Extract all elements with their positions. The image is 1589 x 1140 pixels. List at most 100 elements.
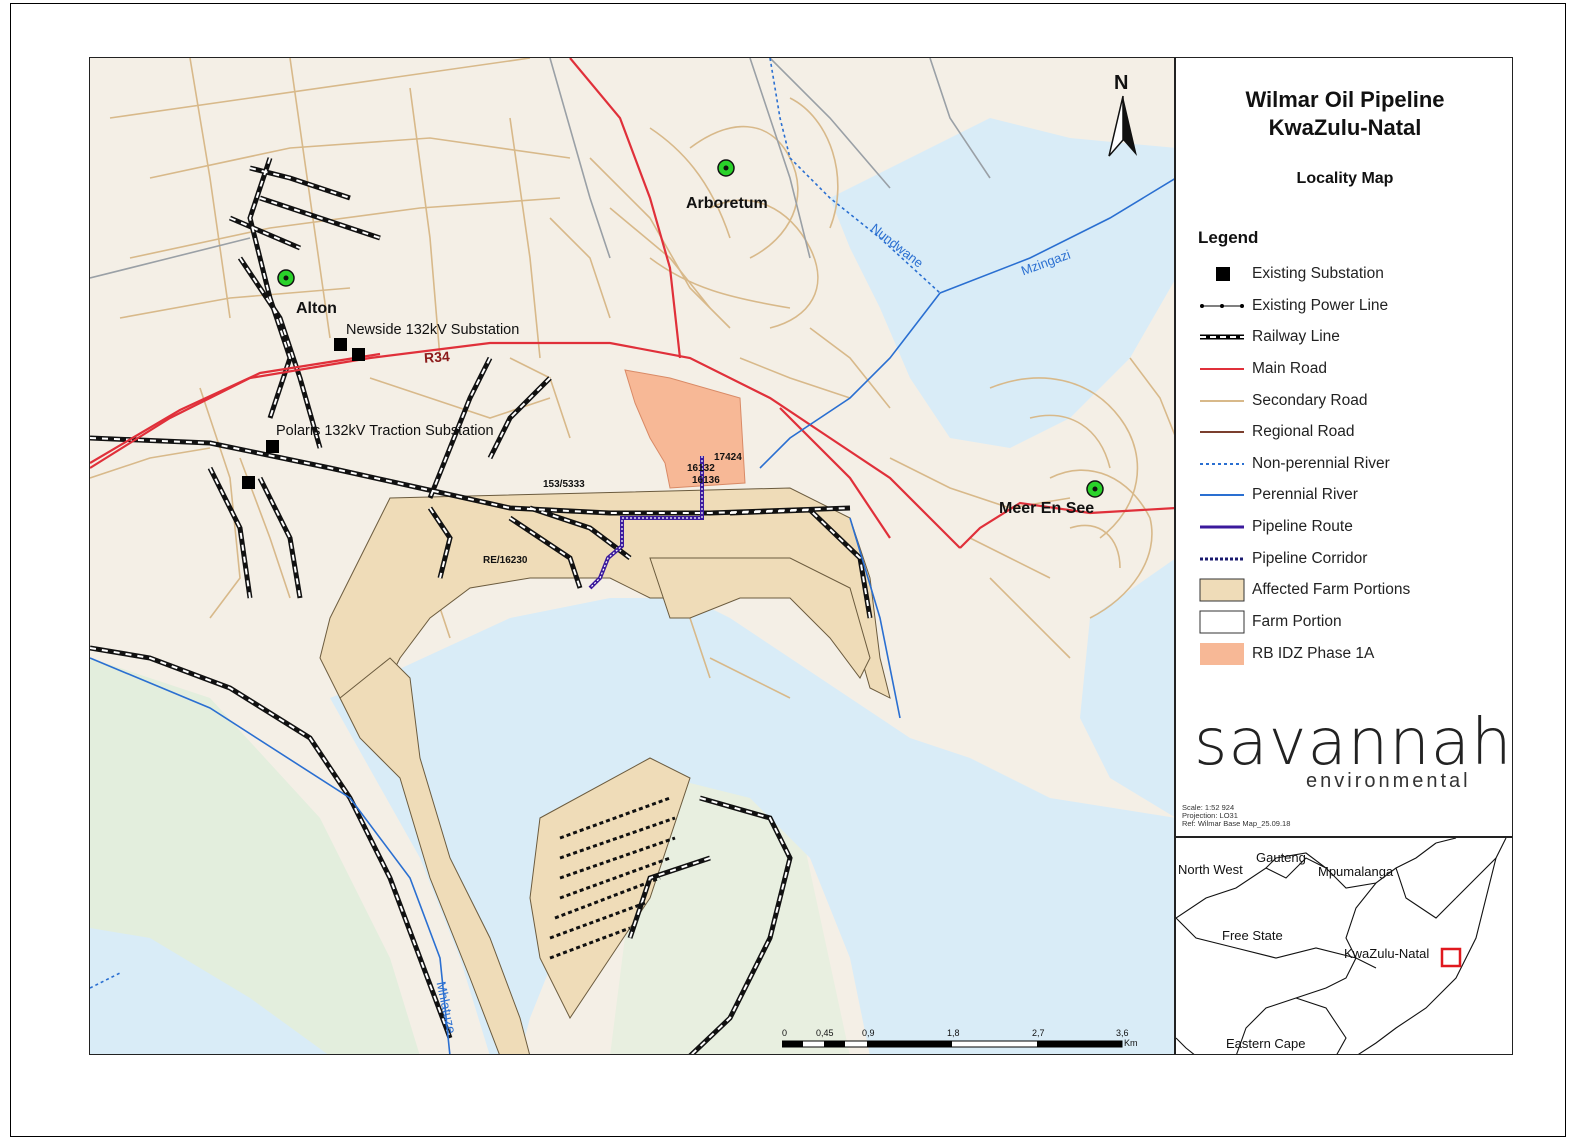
substation-south (242, 476, 255, 489)
legend-item-non-perennial-river: Non-perennial River (1194, 449, 1504, 479)
inset-map-svg (1176, 838, 1507, 1054)
legend-label: Existing Power Line (1252, 297, 1389, 314)
map-metadata: Scale: 1:52 924 Projection: LO31 Ref: Wi… (1182, 804, 1290, 828)
legend-heading: Legend (1198, 228, 1259, 247)
scale-bar-graphic (782, 1040, 1123, 1048)
label-r34: R34 (423, 348, 451, 366)
map-canvas[interactable] (89, 57, 1175, 1055)
scale-tick-4: 2,7 (1032, 1028, 1045, 1038)
power-line-icon (1200, 304, 1244, 308)
regional-roads (90, 58, 991, 279)
north-arrow-icon (1108, 95, 1137, 157)
label-farm-153-5333: 153/5333 (543, 479, 585, 490)
legend-label: Farm Portion (1252, 613, 1342, 630)
rb-idz-phase-1a[interactable] (624, 369, 746, 489)
meta-ref: Ref: Wilmar Base Map_25.09.18 (1182, 819, 1291, 828)
inset-label-gauteng: Gauteng (1256, 850, 1306, 865)
railway-line-icon (1200, 334, 1244, 340)
inset-label-free-state: Free State (1222, 928, 1283, 943)
substation-polaris (266, 440, 279, 453)
logo-main-text: savannah (1194, 706, 1513, 780)
inset-map: North West Gauteng Mpumalanga Free State… (1175, 837, 1513, 1055)
legend-item-farm-portion: Farm Portion (1194, 607, 1504, 637)
inset-label-north-west: North West (1178, 862, 1243, 877)
affected-farm-coal-terminal[interactable] (529, 757, 691, 1019)
lake-mzingazi-water (830, 118, 1174, 448)
label-newside-substation: Newside 132kV Substation (346, 322, 520, 338)
pipeline-corridor[interactable] (589, 456, 703, 589)
ocean-water (1080, 559, 1174, 817)
inset-label-eastern-cape: Eastern Cape (1226, 1036, 1306, 1051)
legend-label: Existing Substation (1252, 265, 1384, 282)
legend-label: Pipeline Corridor (1252, 550, 1368, 567)
inset-label-kwazulu-natal: KwaZulu-Natal (1344, 946, 1430, 961)
label-alton: Alton (296, 300, 337, 317)
legend-item-pipeline-corridor: Pipeline Corridor (1194, 544, 1504, 574)
map-title-line1: Wilmar Oil Pipeline (1245, 87, 1445, 112)
town-markers[interactable] (277, 159, 1104, 498)
savannah-logo: savannah environmental (1194, 706, 1513, 792)
logo-sub-text: environmental (1306, 770, 1471, 792)
substation-newside-b (352, 348, 365, 361)
railway-lines (90, 157, 873, 1054)
page-frame (10, 3, 1566, 1137)
perennial-river-icon (1200, 494, 1244, 496)
label-arboretum: Arboretum (686, 195, 768, 212)
substation-newside-a (334, 338, 347, 351)
meta-projection: Projection: LO31 (1182, 811, 1238, 820)
label-farm-16132: 16132 (687, 463, 715, 474)
affected-farm-western-shore[interactable] (339, 657, 530, 1055)
mhlatuze-estuary-water (90, 928, 328, 1054)
legend-item-perennial-river: Perennial River (1194, 480, 1504, 510)
legend-label: Perennial River (1252, 486, 1358, 503)
farm-portion-swatch-icon (1199, 610, 1245, 634)
map-svg (90, 58, 1174, 1055)
legend-item-secondary-road: Secondary Road (1194, 386, 1504, 416)
legend-label: Secondary Road (1252, 392, 1368, 409)
regional-road-icon (1200, 431, 1244, 433)
label-meer-en-see: Meer En See (999, 500, 1095, 517)
idz-swatch-icon (1200, 643, 1244, 665)
secondary-road-icon (1200, 400, 1244, 402)
label-polaris-substation: Polaris 132kV Traction Substation (276, 423, 494, 439)
map-subtitle: Locality Map (1296, 170, 1394, 187)
meta-scale: Scale: 1:52 924 (1182, 803, 1235, 812)
study-area-locator-icon (1440, 947, 1462, 968)
legend-item-idz: RB IDZ Phase 1A (1194, 639, 1504, 669)
scale-tick-3: 1,8 (947, 1028, 960, 1038)
legend-item-regional-road: Regional Road (1194, 417, 1504, 447)
legend-panel: Wilmar Oil Pipeline KwaZulu-Natal Locali… (1175, 57, 1513, 837)
north-label: N (1114, 72, 1129, 94)
inset-label-mpumalanga: Mpumalanga (1318, 864, 1394, 879)
map-title-line2: KwaZulu-Natal (1268, 115, 1422, 140)
legend-item-railway: Railway Line (1194, 322, 1504, 352)
affected-farm-swatch-icon (1199, 578, 1245, 602)
label-farm-17424: 17424 (714, 452, 742, 463)
label-farm-re-16230: RE/16230 (483, 555, 528, 566)
legend-label: Non-perennial River (1252, 455, 1390, 472)
legend-item-pipeline-route: Pipeline Route (1194, 512, 1504, 542)
legend-item-main-road: Main Road (1194, 354, 1504, 384)
perennial-rivers (90, 178, 1174, 1054)
scale-tick-0: 0 (782, 1028, 788, 1038)
legend-label: Regional Road (1252, 423, 1355, 440)
pipeline-corridor-icon (1200, 557, 1244, 561)
pipeline-route-icon (1200, 525, 1244, 529)
substation-square-icon (1216, 267, 1230, 281)
secondary-roads (90, 58, 1174, 699)
label-farm-16136: 16136 (692, 475, 720, 486)
affected-farm-main[interactable] (319, 487, 891, 719)
non-perennial-rivers (90, 58, 941, 989)
legend-label: Affected Farm Portions (1252, 581, 1411, 598)
legend-label: RB IDZ Phase 1A (1252, 645, 1375, 662)
scale-unit: Km (1124, 1038, 1138, 1048)
scale-bar: 0 0,45 0,9 1,8 2,7 3,6 Km (782, 1028, 1142, 1052)
legend-item-affected-farm: Affected Farm Portions (1194, 575, 1504, 605)
main-road-icon (1200, 368, 1244, 370)
legend-item-substation: Existing Substation (1194, 259, 1504, 289)
legend-label: Main Road (1252, 360, 1327, 377)
substations[interactable] (242, 338, 365, 489)
legend-label: Pipeline Route (1252, 518, 1353, 535)
affected-farm-east-harbour[interactable] (649, 557, 871, 679)
main-roads (90, 58, 1174, 549)
